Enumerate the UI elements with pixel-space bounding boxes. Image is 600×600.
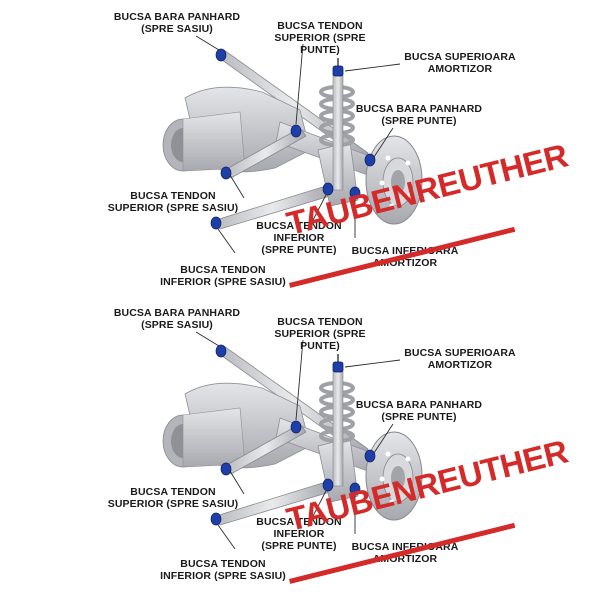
bushing-upper-link-chassis [220,166,232,180]
bushing-lower-link-axle [322,182,334,196]
label-upper-shock: BUCSA SUPERIOARA AMORTIZOR [404,51,516,75]
bushing-panhard-chassis [215,48,227,62]
bushing-upper-shock [332,361,344,373]
bushing-lower-link-axle [322,478,334,492]
bushing-upper-shock [332,65,344,77]
label-lower-link-axle: BUCSA TENDON INFERIOR (SPRE PUNTE) [256,516,342,552]
bushings [210,344,376,526]
shock-absorber [332,365,344,487]
bushing-upper-link-axle [290,124,302,138]
leader-lines [195,331,401,550]
shock-absorber [332,69,344,191]
label-upper-shock: BUCSA SUPERIOARA AMORTIZOR [404,347,516,371]
label-upper-link-axle: BUCSA TENDON SUPERIOR (SPRE PUNTE) [274,316,366,352]
label-panhard-chassis: BUCSA BARA PANHARD (SPRE SASIU) [113,307,241,331]
bushing-lower-link-chassis [210,512,222,526]
leader-lines [195,35,401,254]
bushing-lower-link-chassis [210,216,222,230]
label-upper-link-chassis: BUCSA TENDON SUPERIOR (SPRE SASIU) [107,486,239,510]
diagram-panel-bottom: BUCSA BARA PANHARD (SPRE SASIU) BUCSA TE… [0,298,600,594]
bushing-upper-link-chassis [220,462,232,476]
label-lower-link-chassis: BUCSA TENDON INFERIOR (SPRE SASIU) [160,264,286,288]
label-upper-link-chassis: BUCSA TENDON SUPERIOR (SPRE SASIU) [107,190,239,214]
label-panhard-chassis: BUCSA BARA PANHARD (SPRE SASIU) [113,11,241,35]
label-panhard-axle: BUCSA BARA PANHARD (SPRE PUNTE) [355,399,483,423]
label-panhard-axle: BUCSA BARA PANHARD (SPRE PUNTE) [355,103,483,127]
label-lower-link-axle: BUCSA TENDON INFERIOR (SPRE PUNTE) [256,220,342,256]
diagram-panel-top: BUCSA BARA PANHARD (SPRE SASIU) BUCSA TE… [0,0,600,296]
bushings [210,48,376,230]
label-upper-link-axle: BUCSA TENDON SUPERIOR (SPRE PUNTE) [274,20,366,56]
suspension-drawing [162,35,423,254]
label-lower-link-chassis: BUCSA TENDON INFERIOR (SPRE SASIU) [160,558,286,582]
bushing-panhard-axle [364,449,376,463]
bushing-panhard-axle [364,153,376,167]
suspension-drawing [162,331,423,550]
bushing-panhard-chassis [215,344,227,358]
bushing-upper-link-axle [290,420,302,434]
